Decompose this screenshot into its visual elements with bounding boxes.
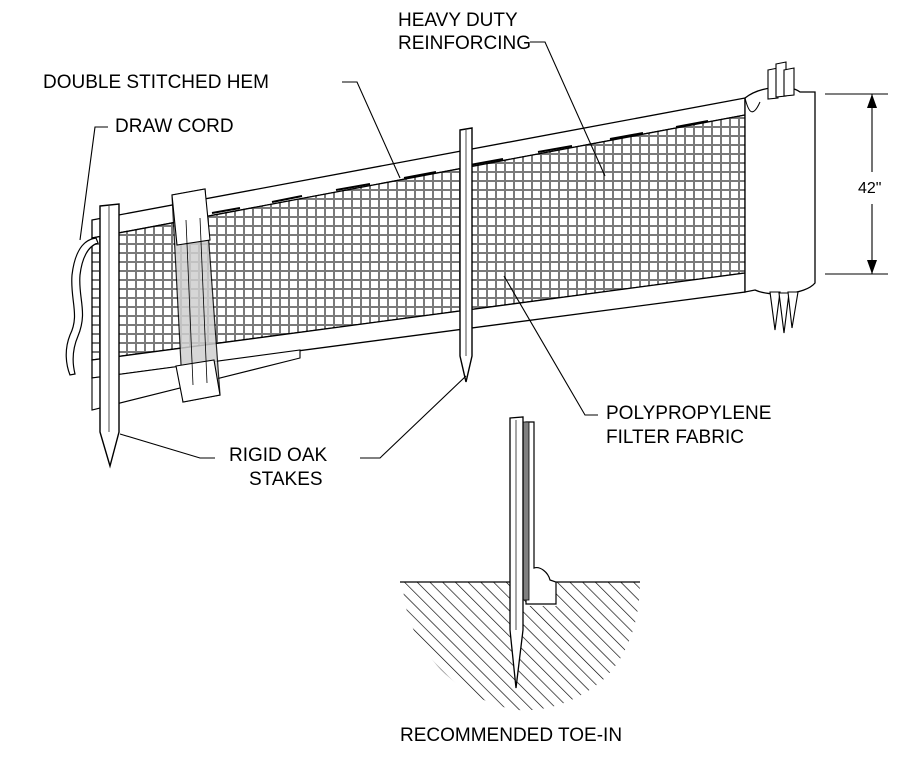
label-stakes: STAKES	[249, 469, 323, 490]
hem-stitching	[211, 120, 709, 214]
label-double-stitched-hem: DOUBLE STITCHED HEM	[43, 72, 269, 93]
fabric-toe	[525, 421, 557, 605]
label-draw-cord: DRAW CORD	[115, 116, 234, 137]
label-rigid-oak: RIGID OAK	[229, 445, 328, 466]
label-42-inches: 42"	[858, 180, 882, 197]
label-recommended-toe-in: RECOMMENDED TOE-IN	[400, 725, 623, 746]
left-stake	[99, 203, 120, 469]
fence	[65, 61, 888, 469]
reinforcing-strap	[171, 188, 221, 403]
toe-in-detail	[400, 416, 640, 711]
height-dimension	[825, 93, 888, 275]
label-polypropylene: POLYPROPYLENE	[606, 403, 772, 424]
draw-cord	[65, 237, 99, 376]
toe-in-stake	[509, 416, 524, 689]
label-reinforcing: REINFORCING	[398, 33, 531, 54]
label-heavy-duty: HEAVY DUTY	[398, 10, 518, 31]
label-filter-fabric: FILTER FABRIC	[606, 427, 744, 448]
leader-lines	[79, 41, 606, 459]
fabric-roll	[744, 61, 816, 334]
